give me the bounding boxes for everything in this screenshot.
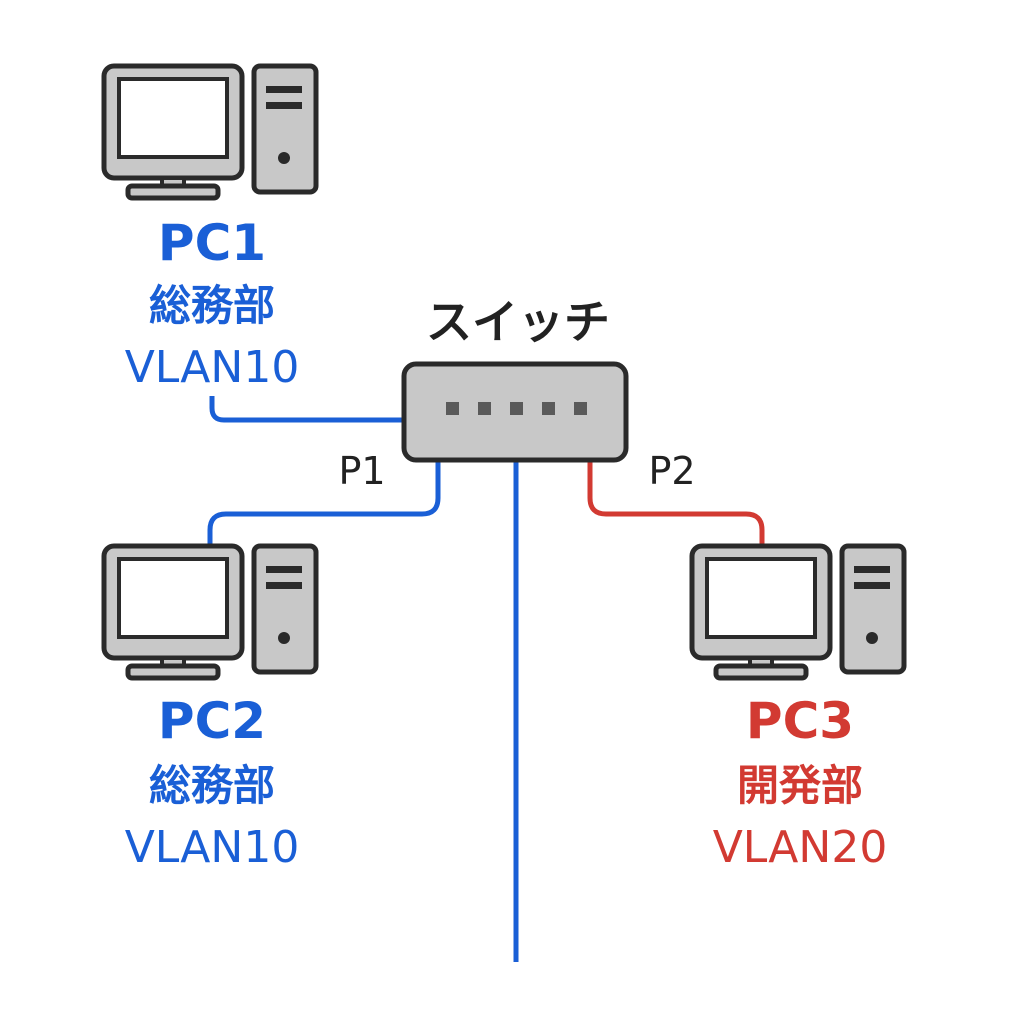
switch-label: スイッチ xyxy=(426,295,610,349)
desktop-computer-icon xyxy=(692,546,904,678)
pc1-name: PC1 xyxy=(158,214,266,272)
pc3-vlan: VLAN20 xyxy=(713,822,888,873)
pc3-department: 開発部 xyxy=(737,761,863,810)
cable-pc1-switch xyxy=(209,396,404,423)
desktop-computer-icon xyxy=(104,546,316,678)
port-label-p1: P1 xyxy=(338,449,385,493)
pc2-node: PC2 総務部 VLAN10 xyxy=(104,546,316,873)
port-label-p2: P2 xyxy=(648,449,695,493)
pc2-department: 総務部 xyxy=(149,761,275,810)
desktop-computer-icon xyxy=(104,66,316,198)
pc2-name: PC2 xyxy=(158,692,266,750)
pc3-name: PC3 xyxy=(746,692,854,750)
pc2-vlan: VLAN10 xyxy=(125,822,300,873)
pc1-node: PC1 総務部 VLAN10 xyxy=(104,66,316,393)
cable-pc3-port-p2 xyxy=(587,460,765,548)
switch-port-leds xyxy=(446,402,587,415)
pc1-vlan: VLAN10 xyxy=(125,342,300,393)
pc3-node: PC3 開発部 VLAN20 xyxy=(692,546,904,873)
cables xyxy=(207,396,765,962)
network-switch-icon xyxy=(401,361,629,463)
cable-pc2-port-p1 xyxy=(207,460,441,548)
pc1-department: 総務部 xyxy=(149,281,275,330)
